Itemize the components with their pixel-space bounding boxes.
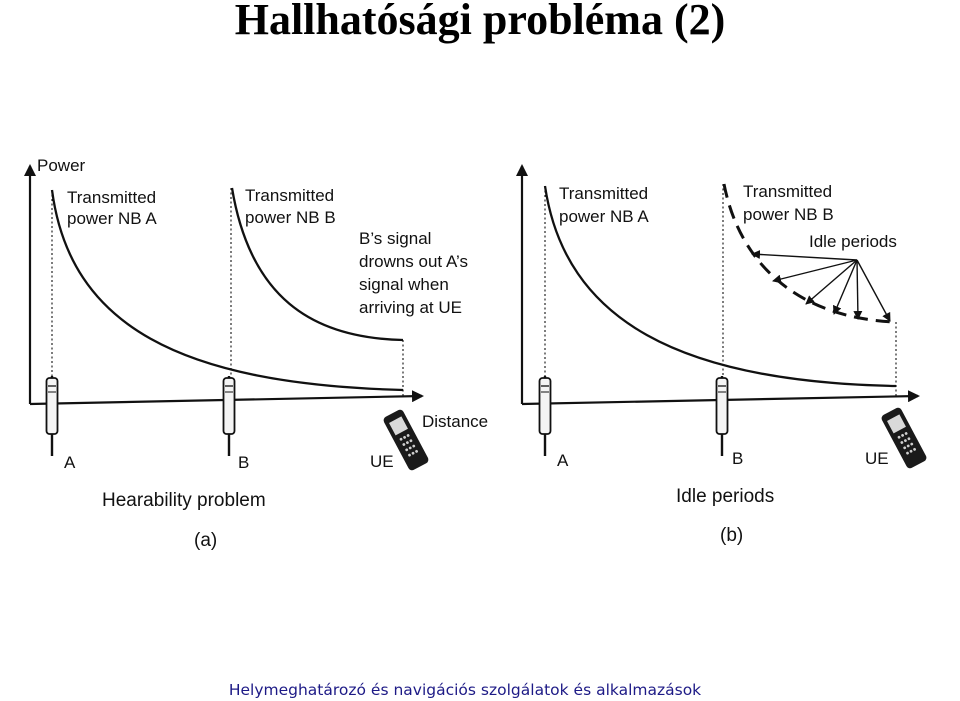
panel-a-annotation-line1: B’s signal [359,229,431,248]
panel-a-ue-label: UE [370,452,394,471]
panel-b-ue-label: UE [865,449,889,468]
panel-a-y-axis-label: Power [37,156,86,175]
panel-a-curve-nb-b [230,187,404,342]
panel-a-curve-b-label-line2: power NB B [245,208,336,227]
panel-b-annotation: Idle periods [809,232,897,251]
panel-b-curve-nb-a [543,185,897,388]
panel-b-curve-a-label-line1: Transmitted [559,184,648,203]
hearability-figure: Power Transmitted power NB A Transmitted… [0,146,960,560]
hearability-diagram: Power Transmitted power NB A Transmitted… [24,156,928,551]
slide-title: Hallhatósági probléma (2) [234,0,726,44]
panel-a-sub-caption: (a) [194,530,217,551]
panel-b-sub-caption: (b) [720,525,743,546]
panel-b: Transmitted power NB A Transmitted power… [516,164,928,546]
panel-b-curve-b-label-line1: Transmitted [743,182,832,201]
panel-a-curve-a-label-line1: Transmitted [67,188,156,207]
base-station-tower-icon [45,374,59,458]
panel-a-curve-nb-a [50,189,404,392]
panel-b-station-b-label: B [732,449,743,468]
panel-b-station-a-label: A [557,451,569,470]
panel-a-station-b-label: B [238,453,249,472]
panel-a-annotation-line4: arriving at UE [359,298,462,317]
base-station-tower-icon [222,374,236,458]
panel-a-annotation-line3: signal when [359,275,449,294]
slide-footer: Helymeghatározó és navigációs szolgálato… [228,681,702,699]
panel-a-x-axis-label: Distance [422,412,488,431]
idle-period-arrows [751,249,891,322]
panel-b-caption: Idle periods [676,486,774,507]
panel-b-curve-a-label-line2: power NB A [559,207,649,226]
panel-a-station-a-label: A [64,453,76,472]
panel-a-caption: Hearability problem [102,490,266,511]
base-station-tower-icon [715,374,729,458]
panel-a-annotation-line2: drowns out A’s [359,252,468,271]
base-station-tower-icon [538,374,552,458]
panel-a: Power Transmitted power NB A Transmitted… [24,156,488,551]
panel-a-curve-b-label-line1: Transmitted [245,186,334,205]
panel-a-curve-a-label-line2: power NB A [67,209,157,228]
panel-b-curve-b-label-line2: power NB B [743,205,834,224]
